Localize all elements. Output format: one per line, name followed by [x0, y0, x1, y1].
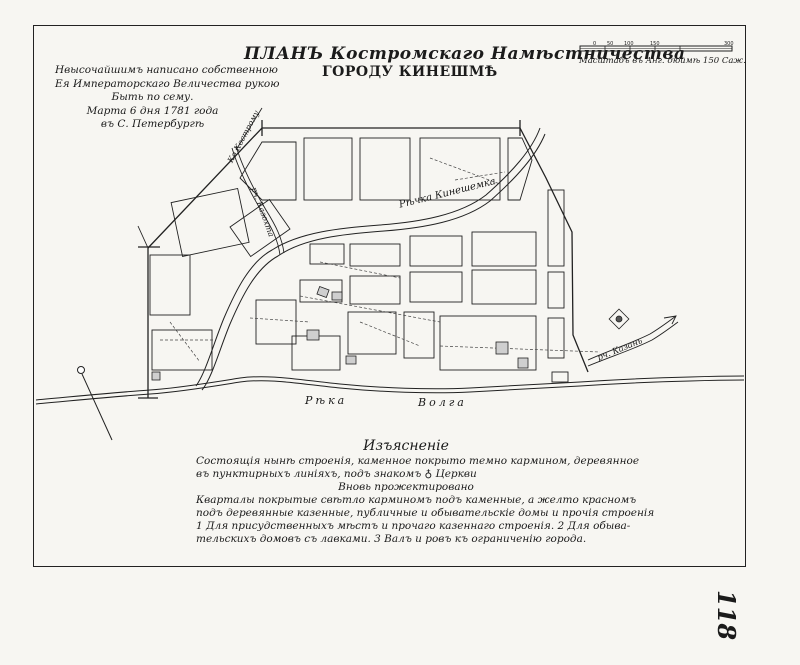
- legend-line: въ пунктирныхъ линіяхъ, подъ знакомъ ♁ Ц…: [196, 468, 477, 480]
- scale-tick: 300: [724, 41, 734, 47]
- label-volga-river: Рѣка: [305, 394, 348, 407]
- scale-tick: 50: [607, 41, 613, 47]
- dedication-line: Ея Императорскаго Величества рукою: [55, 77, 280, 90]
- north-arrow: [77, 366, 113, 441]
- dedication-line: Нвысочайшимъ написано собственною: [55, 64, 278, 76]
- scale-tick: 0: [593, 41, 596, 47]
- dedication-line: Марта 6 дня 1781 года: [86, 104, 219, 117]
- legend-line: подъ деревянные казенные, публичные и об…: [196, 507, 655, 519]
- map-frame: [33, 25, 746, 567]
- sheet-number: 118: [712, 590, 741, 641]
- legend-heading: Изъясненіе: [363, 438, 449, 454]
- map-title-line2: ГОРОДУ КИНЕШМѢ: [322, 64, 498, 80]
- rampart-line: [138, 120, 589, 399]
- kineshemka-creek: [195, 127, 546, 391]
- dedication-line: въ С. Петербургѣ: [100, 118, 205, 130]
- legend-line: Состоящія нынѣ строенія, каменное покрыт…: [196, 455, 640, 467]
- scale-bar: [579, 45, 733, 52]
- legend-line: Вновь прожектировано: [338, 481, 474, 493]
- legend-line: тельскихъ домовъ съ лавками. 3 Валъ и ро…: [196, 533, 587, 545]
- projected-streets: [160, 157, 601, 363]
- kazan-road: [587, 315, 679, 367]
- map-legend: Изъясненіе Состоящія нынѣ строенія, каме…: [196, 438, 655, 546]
- label-volga-name: Волга: [418, 396, 467, 409]
- scale-tick: 150: [650, 41, 660, 47]
- dedication-line: Быть по сему.: [111, 91, 194, 103]
- volga-bank: [35, 375, 745, 405]
- kazokhta-stream: [231, 145, 285, 256]
- scale-label: Масштабъ въ Анг. дюймѣ 150 Саж.: [579, 56, 746, 66]
- legend-line: 1 Для присудственныхъ мѣстъ и прочаго ка…: [196, 520, 631, 532]
- scale-tick: 100: [624, 41, 634, 47]
- legend-line: Кварталы покрытые свѣтло карминомъ подъ …: [196, 494, 637, 506]
- church-markers: [151, 286, 630, 381]
- map-title-line1: ПЛАНЪ Костромскаго Намѣстничества: [244, 44, 686, 64]
- city-blocks: [149, 137, 569, 383]
- imperial-dedication: Нвысочайшимъ написано собственною Ея Имп…: [55, 64, 280, 132]
- kostroma-road: [137, 107, 263, 249]
